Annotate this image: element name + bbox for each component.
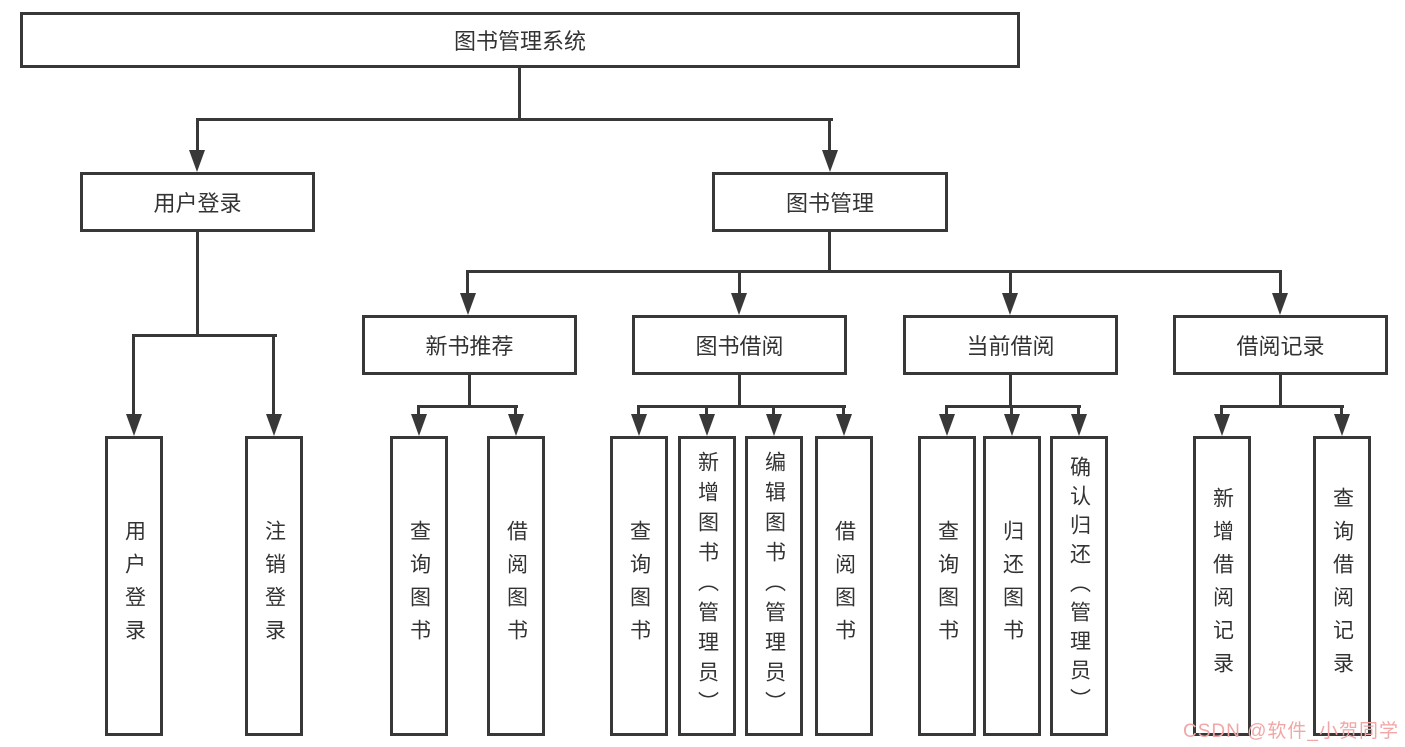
node-borrowing-records: 借阅记录 — [1173, 315, 1388, 375]
node-label: 查询借阅记录 — [1330, 487, 1354, 685]
connector-line — [738, 375, 741, 407]
node-label: 新增图书（管理员） — [695, 451, 719, 721]
arrowhead-icon — [699, 414, 715, 436]
connector-line — [196, 118, 199, 152]
node-label: 新书推荐 — [425, 334, 514, 359]
watermark: CSDN @软件_小贺同学 — [1183, 721, 1399, 742]
node-label: 归还图书 — [1000, 520, 1024, 652]
node-label: 编辑图书（管理员） — [762, 451, 786, 721]
node-label: 借阅图书 — [504, 520, 528, 652]
node-label: 注销登录 — [262, 520, 286, 652]
arrowhead-icon — [1272, 293, 1288, 315]
node-label: 确认归还（管理员） — [1067, 455, 1091, 717]
arrowhead-icon — [1071, 414, 1087, 436]
connector-line — [1077, 405, 1080, 416]
connector-line — [518, 68, 521, 120]
node-label: 图书借阅 — [695, 334, 784, 359]
connector-line — [1340, 405, 1343, 416]
connector-line — [828, 232, 831, 273]
node-label: 图书管理系统 — [453, 29, 586, 54]
connector-line — [705, 405, 708, 416]
leaf-add-book-admin: 新增图书（管理员） — [678, 436, 736, 736]
connector-line — [1009, 270, 1012, 294]
node-label: 用户登录 — [153, 191, 242, 216]
connector-line — [772, 405, 775, 416]
leaf-logout: 注销登录 — [245, 436, 303, 736]
connector-line — [468, 375, 471, 407]
arrowhead-icon — [1334, 414, 1350, 436]
connector-line — [738, 270, 741, 294]
connector-line — [417, 405, 518, 408]
connector-line — [637, 405, 640, 416]
leaf-query-books-borrowing: 查询图书 — [610, 436, 668, 736]
leaf-user-login: 用户登录 — [105, 436, 163, 736]
connector-line — [466, 270, 469, 294]
connector-line — [945, 405, 1081, 408]
connector-line — [272, 334, 275, 416]
connector-line — [514, 405, 517, 416]
arrowhead-icon — [189, 150, 205, 172]
arrowhead-icon — [731, 293, 747, 315]
connector-line — [196, 118, 833, 121]
connector-line — [1220, 405, 1223, 416]
connector-line — [1010, 405, 1013, 416]
arrowhead-icon — [1214, 414, 1230, 436]
arrowhead-icon — [822, 150, 838, 172]
arrowhead-icon — [411, 414, 427, 436]
arrowhead-icon — [126, 414, 142, 436]
node-label: 图书管理 — [785, 191, 874, 216]
node-book-management: 图书管理 — [712, 172, 948, 232]
arrowhead-icon — [266, 414, 282, 436]
leaf-edit-book-admin: 编辑图书（管理员） — [745, 436, 803, 736]
connector-line — [1220, 405, 1344, 408]
arrowhead-icon — [460, 293, 476, 315]
connector-line — [1279, 270, 1282, 294]
connector-line — [842, 405, 845, 416]
node-label: 查询图书 — [627, 520, 651, 652]
leaf-borrow-books-borrowing: 借阅图书 — [815, 436, 873, 736]
leaf-borrow-books-recommend: 借阅图书 — [487, 436, 545, 736]
node-library-system: 图书管理系统 — [20, 12, 1020, 68]
node-book-borrowing: 图书借阅 — [632, 315, 847, 375]
connector-line — [1279, 375, 1282, 407]
connector-line — [132, 334, 277, 337]
node-new-book-recommend: 新书推荐 — [362, 315, 577, 375]
node-label: 新增借阅记录 — [1210, 487, 1234, 685]
node-label: 用户登录 — [122, 520, 146, 652]
leaf-query-books-recommend: 查询图书 — [390, 436, 448, 736]
connector-line — [945, 405, 948, 416]
leaf-query-borrow-record: 查询借阅记录 — [1313, 436, 1371, 736]
node-label: 借阅图书 — [832, 520, 856, 652]
connector-line — [466, 270, 1282, 273]
connector-line — [828, 118, 831, 152]
arrowhead-icon — [1004, 414, 1020, 436]
node-label: 当前借阅 — [966, 334, 1055, 359]
arrowhead-icon — [766, 414, 782, 436]
leaf-confirm-return-admin: 确认归还（管理员） — [1050, 436, 1108, 736]
connector-line — [196, 232, 199, 335]
arrowhead-icon — [1002, 293, 1018, 315]
arrowhead-icon — [508, 414, 524, 436]
leaf-add-borrow-record: 新增借阅记录 — [1193, 436, 1251, 736]
leaf-return-books: 归还图书 — [983, 436, 1041, 736]
node-label: 查询图书 — [935, 520, 959, 652]
arrowhead-icon — [836, 414, 852, 436]
connector-line — [1009, 375, 1012, 407]
connector-line — [417, 405, 420, 416]
node-current-borrowing: 当前借阅 — [903, 315, 1118, 375]
arrowhead-icon — [631, 414, 647, 436]
node-user-login: 用户登录 — [80, 172, 315, 232]
node-label: 查询图书 — [407, 520, 431, 652]
leaf-query-books-current: 查询图书 — [918, 436, 976, 736]
node-label: 借阅记录 — [1236, 334, 1325, 359]
arrowhead-icon — [939, 414, 955, 436]
connector-line — [637, 405, 846, 408]
connector-line — [132, 334, 135, 416]
